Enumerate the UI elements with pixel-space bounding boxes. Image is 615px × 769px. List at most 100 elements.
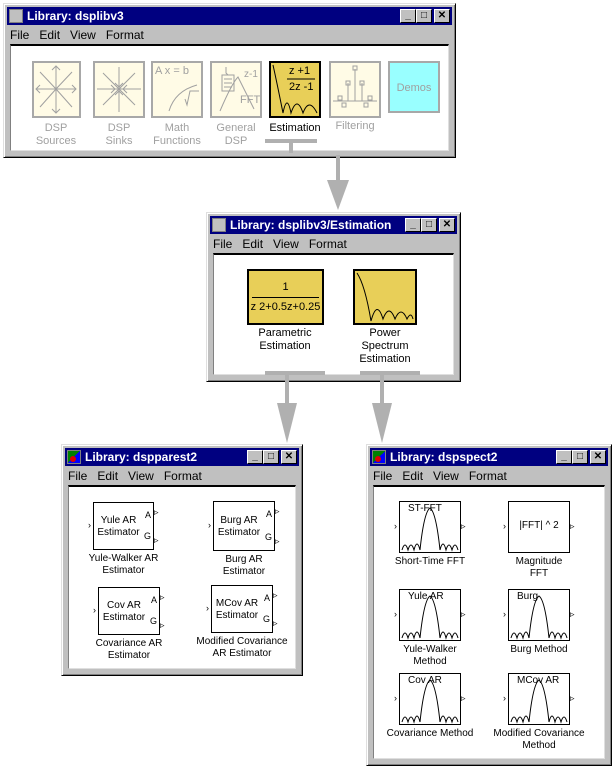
menu-bar: File Edit View Format — [68, 467, 212, 485]
menu-format[interactable]: Format — [105, 28, 144, 42]
menu-edit[interactable]: Edit — [97, 469, 119, 483]
maximize-button[interactable]: □ — [416, 9, 432, 23]
menu-file[interactable]: File — [373, 469, 393, 483]
port-g: G — [149, 616, 157, 626]
menu-view[interactable]: View — [70, 28, 96, 42]
sinc-spectrum-icon — [401, 595, 459, 640]
close-button[interactable]: ✕ — [590, 450, 606, 464]
label-filtering: Filtering — [335, 120, 375, 132]
close-button[interactable]: ✕ — [281, 450, 297, 464]
window-dspparest2: Library: dspparest2 _ □ ✕ File Edit View… — [61, 444, 303, 676]
close-button[interactable]: ✕ — [439, 218, 455, 232]
menu-bar: File Edit View Format — [373, 467, 517, 485]
menu-format[interactable]: Format — [163, 469, 202, 483]
maximize-button[interactable]: □ — [263, 450, 279, 464]
port-g: G — [264, 532, 272, 542]
output-port-icon: ▹ — [461, 521, 466, 531]
port-a: A — [265, 509, 272, 519]
connector-bar — [265, 139, 317, 143]
menu-file[interactable]: File — [10, 28, 30, 42]
block-dsp-sources[interactable] — [32, 61, 81, 118]
block-filtering[interactable] — [329, 61, 381, 118]
menu-edit[interactable]: Edit — [242, 237, 264, 251]
minimize-button[interactable]: _ — [405, 218, 421, 232]
block-burg-method[interactable]: Burg — [508, 589, 570, 641]
maximize-button[interactable]: □ — [572, 450, 588, 464]
block-icon-text: Burg — [517, 591, 539, 602]
window-title: Library: dsplibv3 — [27, 9, 124, 23]
block-magnitude-fft[interactable]: |FFT| ^ 2 — [508, 501, 570, 553]
menu-file[interactable]: File — [68, 469, 88, 483]
window-title: Library: dspspect2 — [390, 450, 498, 464]
minimize-button[interactable]: _ — [556, 450, 572, 464]
block-covariance-method[interactable]: Cov AR — [399, 673, 461, 725]
block-estimation[interactable]: z +1 2z -1 — [269, 61, 321, 118]
simulink-icon — [9, 9, 23, 23]
menu-view[interactable]: View — [128, 469, 154, 483]
svg-text:FFT: FFT — [240, 94, 260, 106]
port-g: G — [143, 531, 151, 541]
title-bar[interactable]: Library: dspspect2 _ □ ✕ — [370, 448, 608, 466]
menu-format[interactable]: Format — [308, 237, 347, 251]
input-port-icon: › — [394, 609, 397, 619]
menu-format[interactable]: Format — [468, 469, 507, 483]
output-port-icon: ▹ — [461, 609, 466, 619]
input-port-icon: › — [503, 693, 506, 703]
arrow-to-parest — [277, 375, 297, 443]
menu-view[interactable]: View — [273, 237, 299, 251]
maximize-button[interactable]: □ — [421, 218, 437, 232]
input-port-icon: › — [206, 603, 209, 613]
math-icon-text: A x = b — [155, 65, 189, 77]
output-port-icon: ▹ — [570, 521, 575, 531]
block-yule-walker-method[interactable]: Yule AR — [399, 589, 461, 641]
output-port-g-icon: ▹ — [154, 535, 159, 545]
block-demos[interactable]: Demos — [388, 61, 440, 113]
output-port-a-icon: ▹ — [160, 592, 165, 602]
minimize-button[interactable]: _ — [247, 450, 263, 464]
block-general-dsp[interactable]: z-1 FFT — [210, 61, 262, 118]
block-short-time-fft[interactable]: ST-FFT — [399, 501, 461, 553]
output-port-g-icon: ▹ — [275, 536, 280, 546]
port-g: G — [262, 614, 270, 624]
block-math-functions[interactable]: A x = b — [151, 61, 203, 118]
sinc-spectrum-icon — [401, 679, 459, 724]
block-parametric-estimation[interactable]: 1 z 2+0.5z+0.25 — [247, 269, 324, 325]
title-bar[interactable]: Library: dsplibv3 _ □ ✕ — [7, 7, 452, 25]
minimize-button[interactable]: _ — [400, 9, 416, 23]
simulink-color-icon — [372, 450, 386, 464]
block-icon-text: |FFT| ^ 2 — [519, 520, 559, 531]
block-power-spectrum-estimation[interactable] — [353, 269, 417, 325]
spectrum-curve-icon — [356, 272, 414, 322]
demos-label: Demos — [396, 82, 432, 94]
block-modified-covariance-method[interactable]: MCov AR — [508, 673, 570, 725]
output-port-a-icon: ▹ — [154, 507, 159, 517]
close-button[interactable]: ✕ — [434, 9, 450, 23]
simulink-color-icon — [67, 450, 81, 464]
title-bar[interactable]: Library: dsplibv3/Estimation _ □ ✕ — [210, 216, 457, 234]
block-dsp-sinks[interactable] — [93, 61, 145, 118]
estimation-icon-den: 2z -1 — [289, 81, 314, 93]
menu-file[interactable]: File — [213, 237, 233, 251]
menu-edit[interactable]: Edit — [402, 469, 424, 483]
menu-view[interactable]: View — [433, 469, 459, 483]
simulink-icon — [212, 218, 226, 232]
input-port-icon: › — [503, 609, 506, 619]
input-port-icon: › — [394, 693, 397, 703]
window-dsplibv3: Library: dsplibv3 _ □ ✕ File Edit View F… — [3, 3, 456, 158]
title-bar[interactable]: Library: dspparest2 _ □ ✕ — [65, 448, 299, 466]
menu-edit[interactable]: Edit — [39, 28, 61, 42]
window-dspspect2: Library: dspspect2 _ □ ✕ File Edit View … — [366, 444, 612, 766]
